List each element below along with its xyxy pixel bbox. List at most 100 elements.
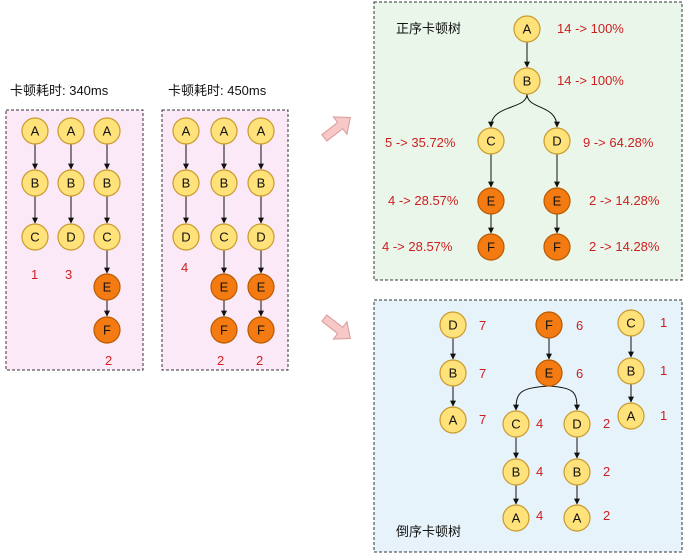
tree-node-e: E — [247, 273, 275, 301]
reverse-count: 1 — [660, 363, 667, 378]
reverse-count: 7 — [479, 318, 486, 333]
node-circle — [543, 127, 571, 155]
node-label: B — [523, 74, 532, 89]
tree-node-d: D — [172, 223, 200, 251]
tree-node-b: B — [172, 169, 200, 197]
node-label: F — [553, 240, 561, 255]
forward-tree-panel — [373, 1, 683, 281]
tree-node-c: C — [617, 309, 645, 337]
tree-node-b: B — [617, 357, 645, 385]
node-circle — [502, 458, 530, 486]
tree-node-f: F — [543, 233, 571, 261]
node-circle — [21, 117, 49, 145]
tree-node-d: D — [57, 223, 85, 251]
node-circle — [543, 233, 571, 261]
arrow-to-forward-icon — [321, 116, 352, 142]
tree-node-b: B — [21, 169, 49, 197]
tree-node-e: E — [543, 187, 571, 215]
sample2-count: 2 — [217, 353, 224, 368]
node-circle — [502, 410, 530, 438]
node-circle — [172, 117, 200, 145]
node-label: B — [103, 176, 112, 191]
tree-node-c: C — [502, 410, 530, 438]
node-circle — [247, 273, 275, 301]
node-label: C — [219, 230, 228, 245]
node-circle — [210, 117, 238, 145]
tree-node-a: A — [247, 117, 275, 145]
node-circle — [535, 311, 563, 339]
node-label: E — [553, 194, 562, 209]
tree-node-c: C — [93, 223, 121, 251]
node-label: A — [31, 124, 40, 139]
reverse-count: 4 — [536, 464, 543, 479]
edge-branch-arrow — [488, 93, 528, 128]
tree-node-f: F — [477, 233, 505, 261]
sample2-count: 4 — [181, 260, 188, 275]
sample1-count: 3 — [65, 267, 72, 282]
node-label: B — [449, 366, 458, 381]
node-label: B — [220, 176, 229, 191]
node-label: D — [572, 417, 581, 432]
tree-node-a: A — [21, 117, 49, 145]
node-circle — [617, 309, 645, 337]
forward-label: 5 -> 35.72% — [385, 135, 456, 150]
tree-node-a: A — [563, 504, 591, 532]
reverse-count: 4 — [536, 416, 543, 431]
tree-node-c: C — [210, 223, 238, 251]
reverse-count: 7 — [479, 366, 486, 381]
node-circle — [93, 273, 121, 301]
node-label: A — [627, 409, 636, 424]
tree-node-a: A — [210, 117, 238, 145]
tree-node-a: A — [617, 402, 645, 430]
forward-label: 14 -> 100% — [557, 21, 624, 36]
node-circle — [93, 223, 121, 251]
tree-node-b: B — [57, 169, 85, 197]
sample2-count: 2 — [256, 353, 263, 368]
tree-node-e: E — [93, 273, 121, 301]
forward-label: 2 -> 14.28% — [589, 239, 660, 254]
tree-node-f: F — [247, 316, 275, 344]
node-circle — [563, 410, 591, 438]
node-circle — [247, 316, 275, 344]
tree-node-e: E — [210, 273, 238, 301]
tree-node-f: F — [93, 316, 121, 344]
forward-label: 2 -> 14.28% — [589, 193, 660, 208]
tree-node-a: A — [172, 117, 200, 145]
node-label: D — [552, 134, 561, 149]
node-label: A — [512, 511, 521, 526]
node-circle — [439, 406, 467, 434]
node-circle — [439, 311, 467, 339]
node-circle — [57, 223, 85, 251]
node-circle — [93, 169, 121, 197]
sample1-count: 1 — [31, 267, 38, 282]
node-circle — [513, 67, 541, 95]
reverse-count: 1 — [660, 315, 667, 330]
node-circle — [247, 223, 275, 251]
reverse-count: 2 — [603, 508, 610, 523]
node-label: C — [486, 134, 495, 149]
tree-node-b: B — [502, 458, 530, 486]
sample2-title: 卡顿耗时: 450ms — [168, 83, 267, 98]
node-label: A — [257, 124, 266, 139]
node-label: A — [182, 124, 191, 139]
node-label: B — [573, 465, 582, 480]
node-circle — [57, 169, 85, 197]
node-circle — [535, 359, 563, 387]
node-label: C — [626, 316, 635, 331]
tree-node-f: F — [210, 316, 238, 344]
node-circle — [502, 504, 530, 532]
node-circle — [477, 187, 505, 215]
tree-node-b: B — [247, 169, 275, 197]
node-circle — [210, 273, 238, 301]
node-label: B — [257, 176, 266, 191]
node-circle — [21, 223, 49, 251]
node-label: B — [31, 176, 40, 191]
node-label: A — [573, 511, 582, 526]
reverse-count: 1 — [660, 408, 667, 423]
forward-label: 4 -> 28.57% — [388, 193, 459, 208]
edge-branch-arrow — [526, 93, 560, 128]
node-label: B — [67, 176, 76, 191]
tree-node-d: D — [439, 311, 467, 339]
node-label: E — [487, 194, 496, 209]
